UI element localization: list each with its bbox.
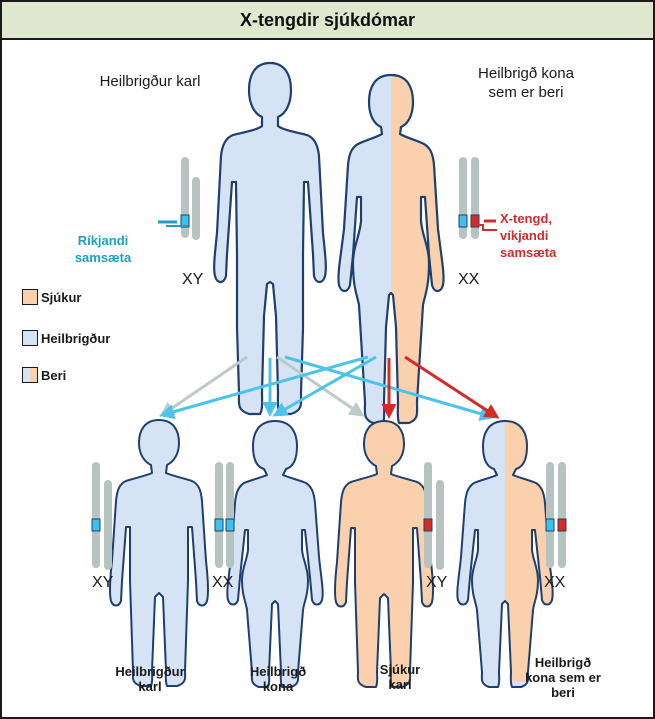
legend-carrier-label: Beri	[41, 367, 67, 383]
child1-genotype: XY	[92, 574, 114, 591]
mother-label-line1: Heilbrigð kona	[478, 65, 574, 82]
mother-label-line2: sem er beri	[488, 84, 564, 101]
legend-healthy-label: Heilbrigður	[41, 330, 111, 346]
legend-carrier-swatch	[22, 367, 38, 383]
page-title: X-tengdir sjúkdómar	[239, 9, 416, 30]
child2-chromosomes	[214, 462, 235, 568]
title-bar: X-tengdir sjúkdómar	[2, 2, 653, 40]
legend-affected: Sjúkur	[22, 289, 81, 305]
child2-genotype: XX	[212, 574, 234, 591]
recessive-allele-line1: X-tengd,	[500, 211, 552, 226]
child4-label-line1: Heilbrigð	[534, 655, 592, 670]
child3-label: Sjúkur karl	[370, 662, 430, 692]
father-chromosomes	[158, 157, 200, 240]
inheritance-arrows	[159, 355, 500, 421]
father-label: Heilbrigður karl	[99, 73, 201, 90]
dominant-allele-label: Ríkjandi samsæta	[60, 232, 146, 266]
child2-label-line2: kona	[262, 679, 294, 694]
child-healthy-daughter-figure	[226, 420, 324, 688]
child-carrier-daughter-figure	[456, 420, 554, 688]
mother-label: Heilbrigð kona sem er beri	[459, 64, 593, 102]
recessive-allele-label: X-tengd, víkjandi samsæta	[500, 210, 580, 261]
father-genotype: XY	[182, 271, 204, 288]
child-affected-son-figure	[333, 420, 435, 688]
child-healthy-son-figure	[108, 419, 210, 687]
recessive-allele-line3: samsæta	[500, 245, 557, 260]
child3-label-line2: karl	[388, 677, 412, 692]
dominant-allele-line1: Ríkjandi	[77, 233, 129, 248]
child2-label-line1: Heilbrigð	[249, 664, 307, 679]
mother-genotype: XX	[458, 271, 480, 288]
child2-label: Heilbrigð kona	[233, 664, 323, 694]
mother-chromosomes	[458, 157, 497, 239]
legend-healthy-swatch	[22, 330, 38, 346]
legend-affected-label: Sjúkur	[41, 289, 82, 305]
child3-genotype: XY	[426, 574, 448, 591]
child1-chromosomes	[91, 462, 112, 570]
legend-carrier: Beri	[22, 367, 66, 383]
legend-affected-swatch	[22, 289, 38, 305]
child1-label-line2: karl	[138, 679, 162, 694]
child4-label-line3: beri	[551, 685, 575, 700]
child1-label: Heilbrigður karl	[100, 664, 200, 694]
recessive-allele-line2: víkjandi	[500, 228, 549, 243]
child4-label-line2: kona sem er	[525, 670, 601, 685]
child4-genotype: XX	[544, 574, 566, 591]
child4-label: Heilbrigð kona sem er beri	[513, 655, 613, 700]
child3-label-line1: Sjúkur	[379, 662, 421, 677]
child3-chromosomes	[423, 462, 444, 570]
dominant-allele-line2: samsæta	[74, 250, 132, 265]
child4-chromosomes	[545, 462, 567, 568]
child1-label-line1: Heilbrigður	[115, 664, 185, 679]
legend-healthy: Heilbrigður	[22, 330, 110, 346]
